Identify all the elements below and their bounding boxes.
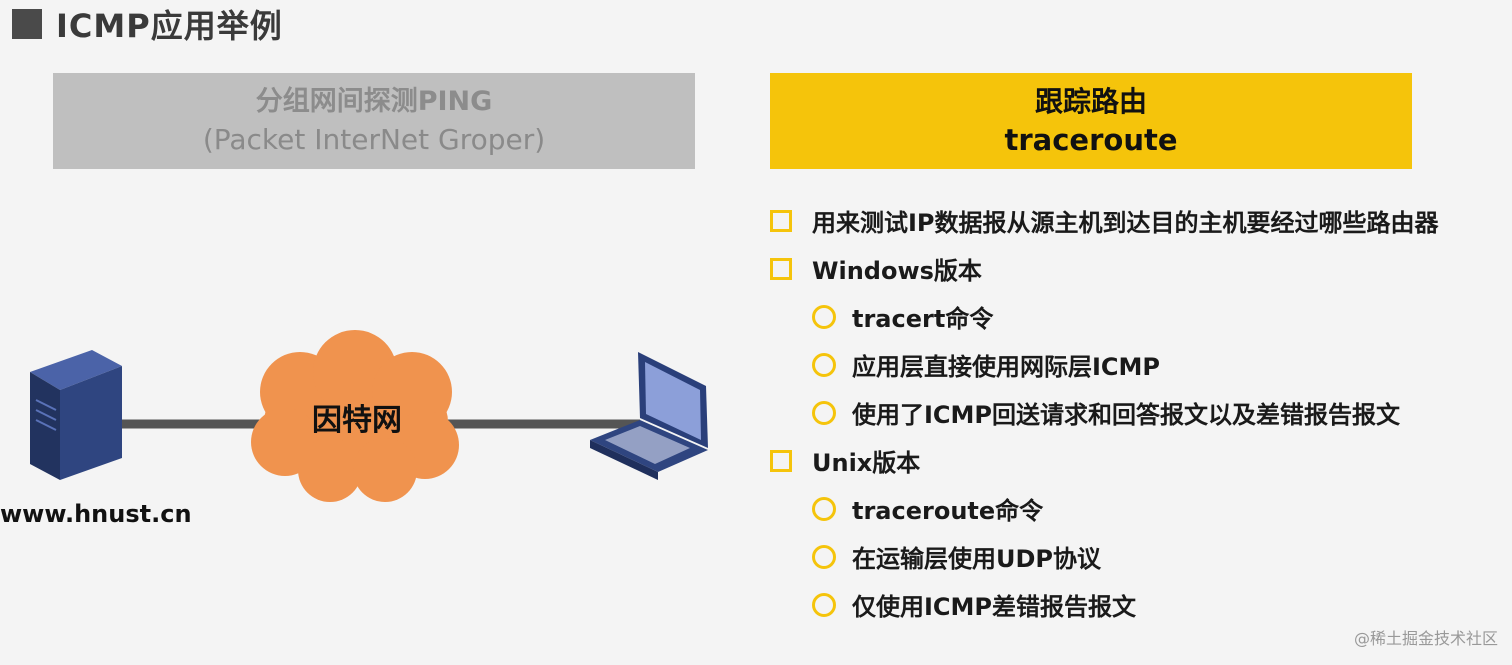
bullet-text: Windows版本 [812,257,982,285]
bullet-text: 仅使用ICMP差错报告报文 [852,593,1137,621]
bullet-text: 用来测试IP数据报从源主机到达目的主机要经过哪些路由器 [812,209,1439,237]
sub-bullet-item: traceroute命令 [812,491,1043,526]
bullet-text: 使用了ICMP回送请求和回答报文以及差错报告报文 [852,401,1401,429]
bullet-item: 用来测试IP数据报从源主机到达目的主机要经过哪些路由器 [770,203,1439,238]
slide-title: ICMP应用举例 [12,2,283,46]
internet-label: 因特网 [312,403,402,438]
circle-bullet-icon [812,496,836,521]
network-diagram [30,330,708,502]
server-icon [30,350,122,480]
circle-bullet-icon [812,544,836,569]
bullet-text: 在运输层使用UDP协议 [852,545,1101,573]
bullet-item: Unix版本 [770,443,920,478]
ping-title: 分组网间探测PING [255,86,493,117]
bullet-text: Unix版本 [812,449,921,477]
bullet-text: tracert命令 [852,305,994,333]
title-square-icon [12,9,42,39]
ping-header: 分组网间探测PING (Packet InterNet Groper) [53,73,695,169]
ping-subtitle: (Packet InterNet Groper) [202,123,546,156]
sub-bullet-item: tracert命令 [812,299,993,334]
sub-bullet-item: 应用层直接使用网际层ICMP [812,347,1160,382]
bullet-text: traceroute命令 [852,497,1044,525]
square-bullet-icon [770,209,792,232]
traceroute-subtitle: traceroute [1004,123,1178,157]
internet-cloud-icon [251,330,459,502]
circle-bullet-icon [812,592,836,617]
traceroute-title: 跟踪路由 [1034,85,1147,118]
square-bullet-icon [770,257,792,280]
sub-bullet-item: 在运输层使用UDP协议 [812,539,1101,574]
bullet-text: 应用层直接使用网际层ICMP [852,353,1161,381]
circle-bullet-icon [812,352,836,377]
circle-bullet-icon [812,304,836,329]
circle-bullet-icon [812,400,836,425]
traceroute-header: 跟踪路由 traceroute [770,73,1412,169]
page-title: ICMP应用举例 [56,7,283,45]
sub-bullet-item: 使用了ICMP回送请求和回答报文以及差错报告报文 [812,395,1400,430]
square-bullet-icon [770,449,792,472]
sub-bullet-item: 仅使用ICMP差错报告报文 [812,587,1136,622]
watermark: @稀土掘金技术社区 [1353,629,1498,648]
laptop-icon [590,352,708,480]
server-domain-label: www.hnust.cn [0,500,192,528]
bullet-item: Windows版本 [770,251,982,286]
